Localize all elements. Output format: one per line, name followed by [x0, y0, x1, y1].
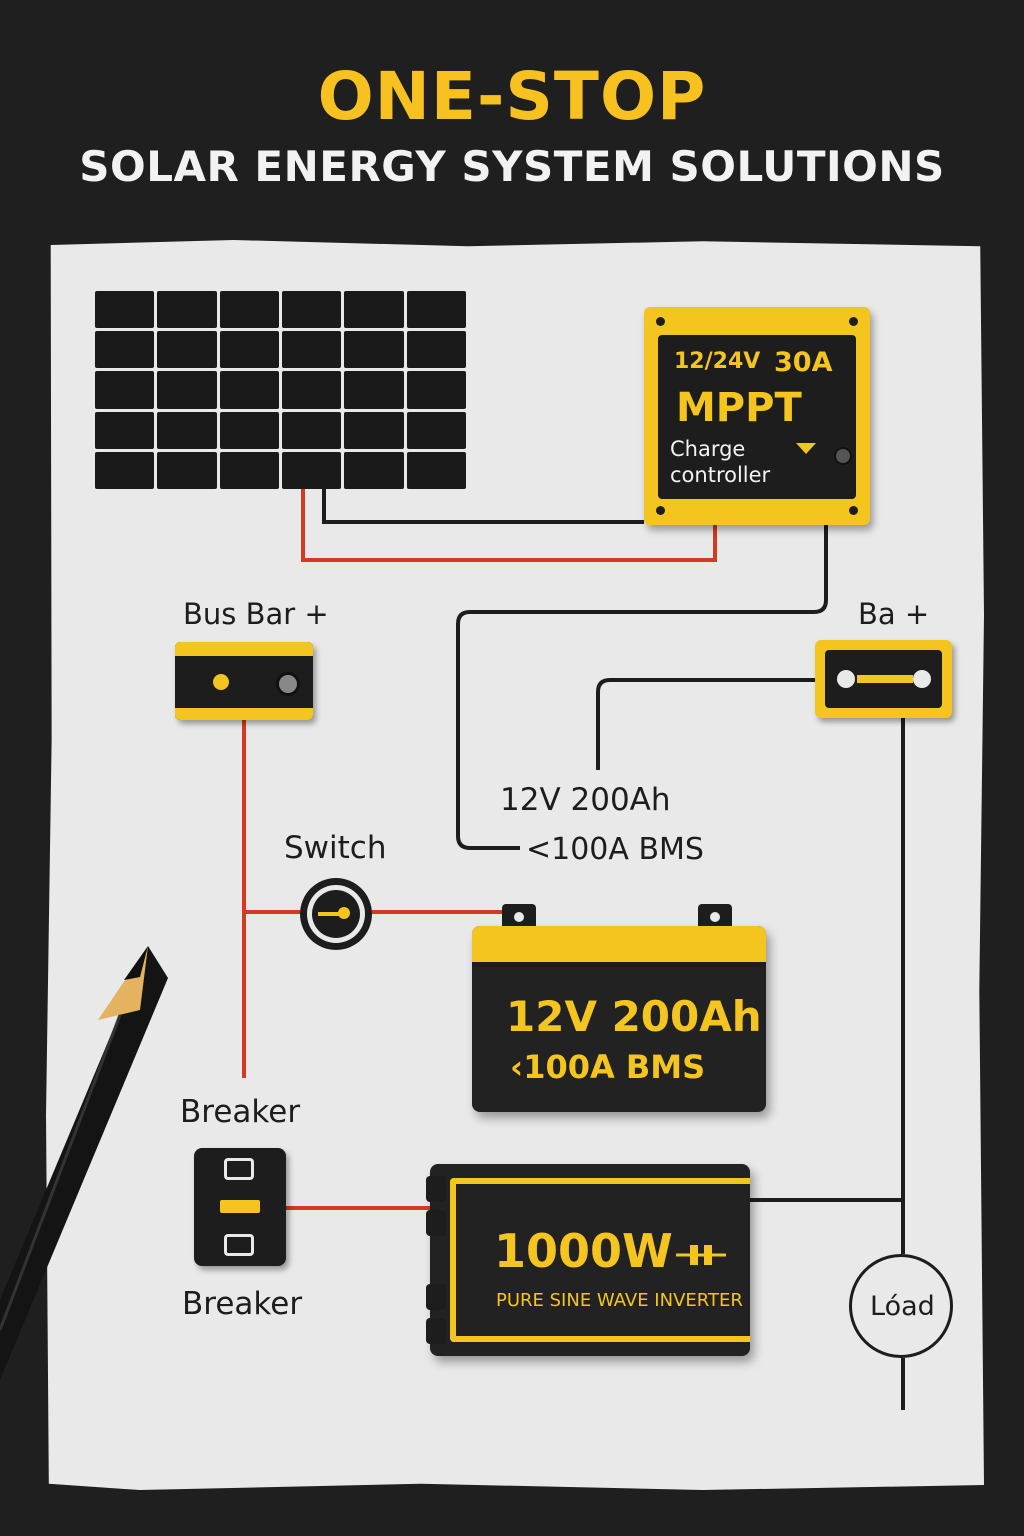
solar-panel: [95, 291, 466, 489]
circuit-breaker: [194, 1148, 286, 1266]
controller-label-2: controller: [670, 463, 771, 487]
wire-controller-battery: [456, 524, 828, 850]
battery-switch: [300, 878, 372, 950]
breaker-label-bottom: Breaker: [182, 1286, 303, 1322]
sine-wave-icon: [676, 1245, 726, 1265]
battery-fuse-block: [815, 640, 952, 718]
controller-current: 30A: [774, 347, 833, 378]
controller-indicator-led: [834, 447, 852, 465]
busbar-terminal-left: [213, 674, 229, 690]
breaker-toggle: [220, 1200, 260, 1213]
busbar-label: Bus Bar +: [183, 597, 329, 631]
controller-display: 12/24V 30A MPPT Charge controller: [658, 335, 856, 499]
mppt-charge-controller: 12/24V 30A MPPT Charge controller: [644, 307, 870, 525]
load-symbol: Lóad: [849, 1254, 953, 1358]
battery-spec-label-2: <100A BMS: [526, 832, 704, 867]
lifepo4-battery: 12V 200Ah ‹100A BMS: [472, 904, 766, 1112]
battery-fuse-label: Ba +: [858, 597, 930, 631]
inverter-power: 1000W: [494, 1224, 673, 1278]
load-label: Lóad: [870, 1291, 935, 1322]
busbar-terminal-right: [276, 672, 300, 696]
pure-sine-wave-inverter: 1000W PURE SINE WAVE INVERTER: [426, 1164, 750, 1356]
fuse-strip: [857, 672, 913, 686]
battery-capacity: 12V 200Ah: [506, 992, 762, 1041]
inverter-type: PURE SINE WAVE INVERTER: [496, 1290, 743, 1311]
page-title: ONE-STOP: [317, 58, 707, 135]
wire-panel-negative: [322, 489, 644, 524]
breaker-label-top: Breaker: [180, 1094, 301, 1130]
pencil-icon: [0, 946, 168, 1380]
battery-bms: ‹100A BMS: [510, 1048, 706, 1086]
page-subtitle: SOLAR ENERGY SYSTEM SOLUTIONS: [79, 142, 945, 191]
chevron-down-icon: [796, 443, 816, 454]
bus-bar: [175, 642, 313, 720]
controller-label-1: Charge: [670, 437, 746, 461]
wire-panel-positive: [301, 489, 717, 562]
controller-type: MPPT: [676, 385, 802, 431]
switch-label: Switch: [284, 830, 387, 866]
battery-spec-label-1: 12V 200Ah: [500, 782, 671, 818]
controller-voltage: 12/24V: [674, 349, 761, 374]
wire-fuse-battery: [596, 678, 815, 770]
